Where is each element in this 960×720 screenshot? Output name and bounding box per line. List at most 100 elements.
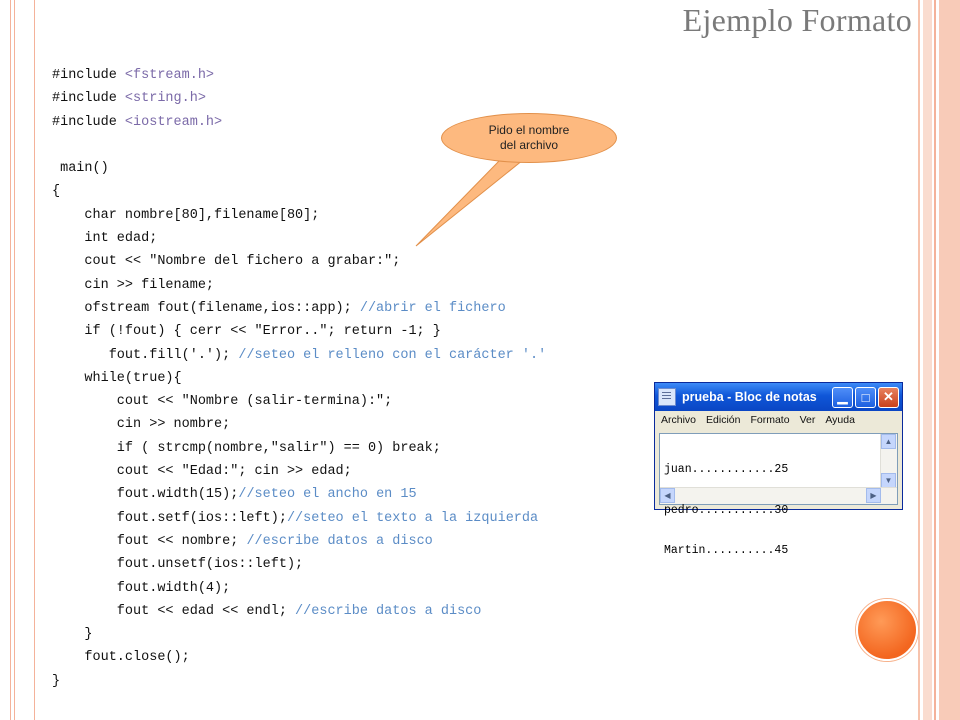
code-line: #include <iostream.h> xyxy=(52,111,546,134)
menu-formato[interactable]: Formato xyxy=(750,414,790,426)
code-line: fout.close(); xyxy=(52,646,546,669)
code-line: if (!fout) { cerr << "Error.."; return -… xyxy=(52,320,546,343)
code-text: fout.width(15); xyxy=(52,487,239,503)
code-line: cout << "Nombre (salir-termina):"; xyxy=(52,390,546,413)
maximize-icon: □ xyxy=(861,389,870,405)
code-comment: //seteo el texto a la izquierda xyxy=(286,510,539,526)
notepad-text-area[interactable]: juan............25 pedro...........30 Ma… xyxy=(659,433,898,557)
notepad-menubar: Archivo Edición Formato Ver Ayuda xyxy=(655,411,902,429)
scroll-left-icon[interactable]: ◀ xyxy=(660,488,675,503)
code-text: #include xyxy=(52,68,125,83)
code-line: int edad; xyxy=(52,227,546,250)
right-border-band xyxy=(918,0,920,720)
code-comment: //seteo el ancho en 15 xyxy=(238,487,417,503)
code-line: fout << edad << endl; //escribe datos a … xyxy=(52,600,546,623)
code-line: #include <string.h> xyxy=(52,87,546,110)
callout-text-line2: del archivo xyxy=(499,138,559,152)
code-line: { xyxy=(52,180,546,203)
scroll-right-icon[interactable]: ▶ xyxy=(866,488,881,503)
code-comment: //abrir el fichero xyxy=(359,300,506,316)
maximize-button[interactable]: □ xyxy=(855,386,876,408)
code-line: fout.width(15);//seteo el ancho en 15 xyxy=(52,483,546,506)
menu-edicion[interactable]: Edición xyxy=(706,414,741,426)
code-text: if (!fout) { cerr << "Error.."; return -… xyxy=(52,324,441,340)
code-comment: //escribe datos a disco xyxy=(246,533,433,549)
code-text: cin >> nombre; xyxy=(52,417,231,433)
close-button[interactable]: ✕ xyxy=(878,386,899,408)
code-text: while(true){ xyxy=(52,370,182,386)
slide-title: Ejemplo Formato xyxy=(682,2,912,38)
code-line: #include <fstream.h> xyxy=(52,64,546,87)
code-text: fout << nombre; xyxy=(52,533,247,549)
code-line: fout.unsetf(ios::left); xyxy=(52,553,546,576)
code-line: fout.fill('.'); //seteo el relleno con e… xyxy=(52,344,547,367)
code-line: fout << nombre; //escribe datos a disco xyxy=(52,530,546,553)
right-border-band xyxy=(939,0,960,720)
code-text: if ( strcmp(nombre,"salir") == 0) break; xyxy=(52,440,441,456)
code-line: fout.setf(ios::left);//seteo el texto a … xyxy=(52,507,546,530)
vertical-scrollbar[interactable]: ▲ ▼ xyxy=(880,434,897,488)
code-line: fout.width(4); xyxy=(52,577,546,600)
code-text: ofstream fout(filename,ios::app); xyxy=(52,300,360,316)
code-line: cin >> nombre; xyxy=(52,413,546,436)
code-text: } xyxy=(52,673,61,689)
notepad-window-title: prueba - Bloc de notas xyxy=(682,390,817,404)
callout-bubble: Pido el nombre del archivo xyxy=(441,113,617,163)
code-line: } xyxy=(52,623,546,646)
code-line: cin >> filename; xyxy=(52,274,546,297)
code-line: char nombre[80],filename[80]; xyxy=(52,204,546,227)
notepad-content: juan............25 pedro...........30 Ma… xyxy=(664,436,788,585)
code-line: ofstream fout(filename,ios::app); //abri… xyxy=(52,297,546,320)
code-text: fout.fill('.'); xyxy=(52,347,239,363)
menu-ver[interactable]: Ver xyxy=(799,414,816,426)
code-line: if ( strcmp(nombre,"salir") == 0) break; xyxy=(52,437,546,460)
minimize-icon: ▁ xyxy=(837,389,848,404)
decorative-orange-circle xyxy=(856,599,918,661)
include-directive: <iostream.h> xyxy=(124,114,223,130)
notepad-line: pedro...........30 xyxy=(664,503,789,517)
code-block: #include <fstream.h>#include <string.h>#… xyxy=(52,64,546,693)
code-text: cout << "Nombre (salir-termina):"; xyxy=(52,394,393,410)
notepad-line: juan............25 xyxy=(664,463,789,476)
menu-ayuda[interactable]: Ayuda xyxy=(825,414,855,426)
include-directive: <string.h> xyxy=(124,91,206,107)
code-text: int edad; xyxy=(52,231,158,247)
horizontal-scrollbar[interactable]: ◀ ▶ xyxy=(660,487,897,504)
left-border-line xyxy=(14,0,15,720)
code-line: main() xyxy=(52,157,546,180)
notepad-window: prueba - Bloc de notas ▁ □ ✕ Archivo Edi… xyxy=(654,382,903,557)
minimize-button[interactable]: ▁ xyxy=(832,386,853,408)
include-directive: <fstream.h> xyxy=(124,68,215,83)
scroll-up-icon[interactable]: ▲ xyxy=(881,434,896,449)
left-border-line xyxy=(34,0,35,720)
right-border-band xyxy=(934,0,936,720)
code-text: cout << "Nombre del fichero a grabar:"; xyxy=(52,254,401,270)
code-text: main() xyxy=(52,161,109,177)
code-text: fout << edad << endl; xyxy=(52,603,296,619)
left-border-line xyxy=(10,0,11,720)
code-comment: //seteo el relleno con el carácter '.' xyxy=(238,347,547,363)
code-text: fout.close(); xyxy=(52,650,190,666)
code-line: cout << "Edad:"; cin >> edad; xyxy=(52,460,546,483)
code-line: cout << "Nombre del fichero a grabar:"; xyxy=(52,250,546,273)
code-text: { xyxy=(52,184,61,200)
right-border-band xyxy=(923,0,932,720)
code-text: char nombre[80],filename[80]; xyxy=(52,207,320,223)
code-text: #include xyxy=(52,114,125,130)
close-icon: ✕ xyxy=(883,389,894,404)
code-text: fout.width(4); xyxy=(52,580,231,596)
code-comment: //escribe datos a disco xyxy=(295,603,482,619)
callout-text-line1: Pido el nombre xyxy=(488,123,570,137)
scroll-down-icon[interactable]: ▼ xyxy=(881,473,896,488)
notepad-titlebar[interactable]: prueba - Bloc de notas ▁ □ ✕ xyxy=(655,383,902,411)
code-text: fout.setf(ios::left); xyxy=(52,510,287,526)
notepad-icon xyxy=(658,388,676,406)
code-text: cout << "Edad:"; cin >> edad; xyxy=(52,464,352,480)
code-line: } xyxy=(52,670,546,693)
menu-archivo[interactable]: Archivo xyxy=(661,414,697,426)
code-text: } xyxy=(52,627,93,643)
code-text: cin >> filename; xyxy=(52,277,215,293)
code-text: fout.unsetf(ios::left); xyxy=(52,557,304,573)
notepad-line: Martin..........45 xyxy=(664,544,789,557)
code-text: #include xyxy=(52,91,125,107)
